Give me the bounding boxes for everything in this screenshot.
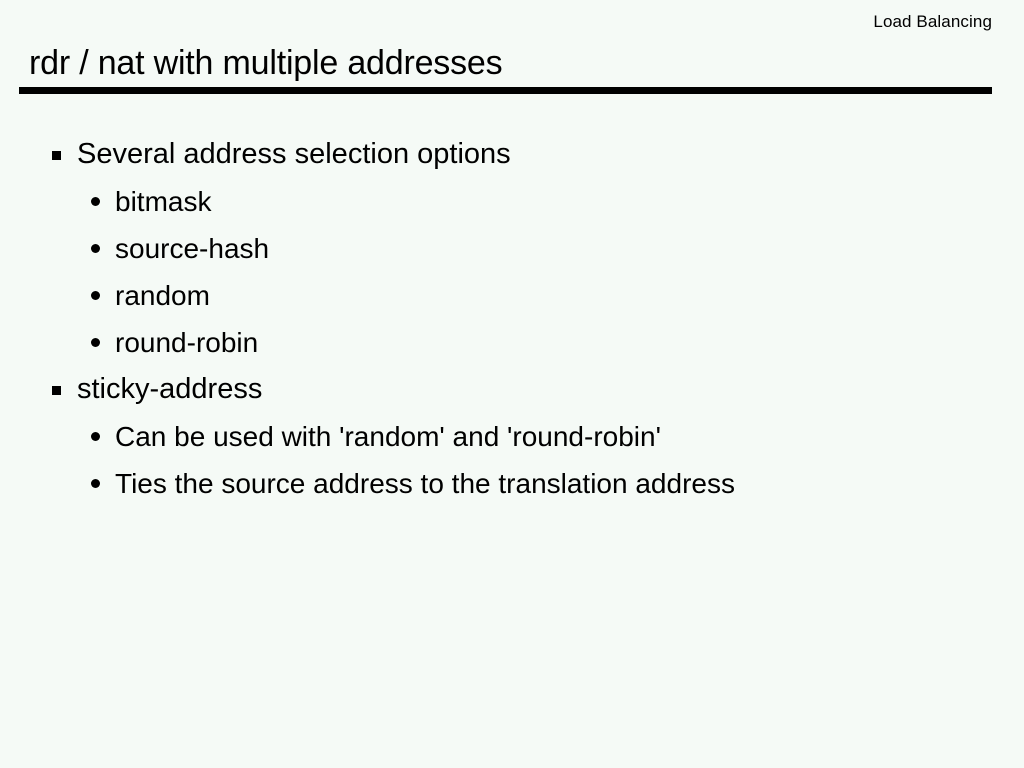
- bullet-text: source-hash: [115, 233, 270, 264]
- page-title: rdr / nat with multiple addresses: [29, 44, 503, 82]
- bullet-text: bitmask: [115, 186, 212, 217]
- round-bullet-icon: [91, 291, 100, 300]
- bullet-item-level2: round-robin: [0, 319, 1024, 366]
- bullet-text: Ties the source address to the translati…: [115, 468, 735, 499]
- title-underline-rule: [19, 87, 992, 94]
- bullet-item-level2: random: [0, 272, 1024, 319]
- bullet-item-level2: source-hash: [0, 225, 1024, 272]
- round-bullet-icon: [91, 338, 100, 347]
- bullet-text: sticky-address: [77, 373, 263, 405]
- round-bullet-icon: [91, 244, 100, 253]
- bullet-text: Can be used with 'random' and 'round-rob…: [115, 421, 661, 452]
- running-header: Load Balancing: [873, 12, 992, 31]
- bullet-item-level2: bitmask: [0, 178, 1024, 225]
- bullet-text: Several address selection options: [77, 138, 511, 170]
- bullet-sublist-container: Can be used with 'random' and 'round-rob…: [0, 413, 1024, 507]
- bullet-item-level1: Several address selection options: [0, 131, 1024, 178]
- slide-body: Several address selection options bitmas…: [0, 131, 1024, 507]
- bullet-sublist-container: bitmask source-hash random round-robin: [0, 178, 1024, 366]
- bullet-item-level1: sticky-address: [0, 366, 1024, 413]
- bullet-list-level2: bitmask source-hash random round-robin: [0, 178, 1024, 366]
- bullet-list-level2: Can be used with 'random' and 'round-rob…: [0, 413, 1024, 507]
- square-bullet-icon: [52, 151, 61, 160]
- round-bullet-icon: [91, 197, 100, 206]
- bullet-text: round-robin: [115, 327, 259, 358]
- bullet-item-level2: Can be used with 'random' and 'round-rob…: [0, 413, 1024, 460]
- round-bullet-icon: [91, 432, 100, 441]
- square-bullet-icon: [52, 386, 61, 395]
- bullet-list-level1: Several address selection options bitmas…: [0, 131, 1024, 507]
- bullet-text: random: [115, 280, 210, 311]
- bullet-item-level2: Ties the source address to the translati…: [0, 460, 1024, 507]
- round-bullet-icon: [91, 479, 100, 488]
